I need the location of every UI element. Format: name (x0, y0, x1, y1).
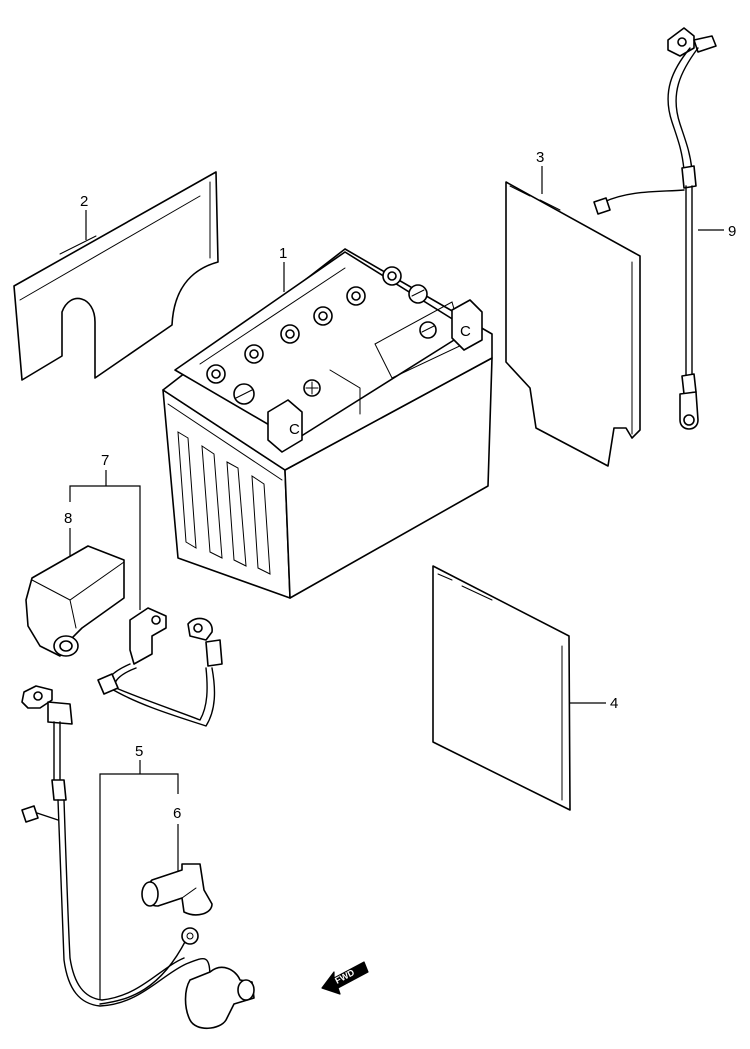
terminal-letter: C (460, 323, 471, 340)
callout-8: 8 (64, 510, 72, 527)
part-1-battery: C C (162, 248, 493, 599)
callout-6: 6 (173, 805, 181, 822)
part-3-case-plate (505, 181, 641, 467)
battery-terminal-plus: C (451, 299, 483, 351)
battery-cell-caps (206, 266, 402, 384)
part-6-terminal-cover (141, 863, 213, 916)
part-2-cushion-pad (13, 171, 219, 381)
callout-7: 7 (101, 452, 109, 469)
battery-front-ribs (167, 403, 283, 575)
callout-2: 2 (80, 193, 88, 210)
part-9-wire-harness (593, 27, 717, 430)
callout-1: 1 (279, 245, 287, 262)
callout-3: 3 (536, 149, 544, 166)
fwd-arrow-icon: FWD (321, 961, 369, 995)
callout-5: 5 (135, 743, 143, 760)
leader-lines (69, 166, 724, 1000)
part-8-terminal-cover (25, 545, 125, 657)
callout-4: 4 (610, 695, 618, 712)
part-5-battery-lead (21, 685, 255, 1030)
terminal-letter: C (289, 421, 300, 438)
callout-9: 9 (728, 223, 736, 240)
battery-terminal-minus: C (267, 399, 303, 453)
part-4-flat-pad (432, 565, 571, 811)
part-7-battery-lead (97, 607, 223, 727)
